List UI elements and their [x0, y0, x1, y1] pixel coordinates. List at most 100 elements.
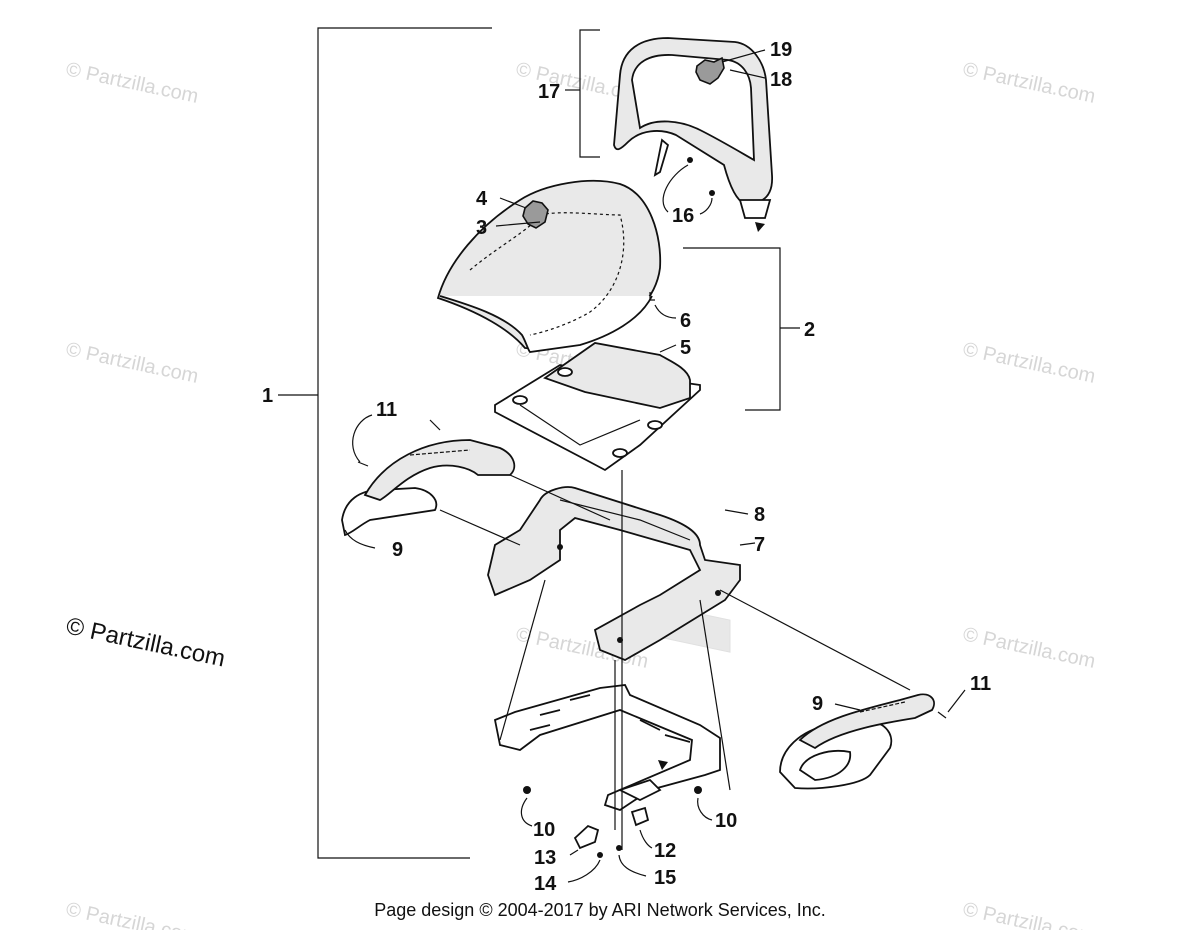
leader-18 — [729, 69, 766, 79]
storage-box — [543, 342, 691, 409]
leader-19 — [721, 49, 766, 63]
handle-right-upper — [798, 693, 935, 750]
nut-15 — [616, 845, 622, 851]
bolt-11c — [937, 711, 947, 719]
callout-18: 18 — [770, 69, 792, 91]
callout-7: 7 — [754, 534, 765, 556]
watermark: © Partzilla.com — [961, 338, 1097, 388]
leader-6 — [654, 304, 677, 319]
watermark: © Partzilla.com — [961, 623, 1097, 673]
leader-14 — [567, 859, 601, 883]
leader-3 — [495, 221, 541, 227]
leader-12 — [639, 829, 653, 849]
leader-16a — [662, 164, 689, 213]
callout-15: 15 — [654, 867, 676, 889]
decal-19 — [695, 56, 725, 85]
leader-handle-left — [509, 474, 611, 521]
assembly-brackets — [278, 27, 800, 859]
leader-9b — [834, 703, 861, 711]
leader-frame-right — [699, 599, 731, 791]
callout-19: 19 — [770, 39, 792, 61]
arrow-marker — [658, 760, 668, 770]
grommet — [647, 420, 663, 430]
callout-1: 1 — [262, 385, 273, 407]
leader-5 — [659, 344, 677, 353]
clip-13 — [573, 824, 600, 850]
bolt-11b — [357, 461, 369, 467]
handle-opening — [798, 750, 851, 781]
copyright-footer: Page design © 2004-2017 by ARI Network S… — [374, 900, 826, 920]
callout-4: 4 — [476, 188, 488, 210]
leader-handle-right — [719, 589, 911, 691]
handle-grip — [859, 701, 906, 713]
leader-11b — [947, 689, 966, 713]
callout-2: 2 — [804, 319, 815, 341]
screw-16a — [687, 157, 693, 163]
bracket-assembly-2 — [683, 247, 781, 411]
bracket-12 — [630, 806, 650, 827]
leader-10a — [520, 797, 533, 827]
seat-base — [494, 342, 701, 472]
watermark-large: © Partzilla.com — [64, 612, 228, 672]
grab-handle-left — [341, 414, 611, 549]
handle-left-upper — [363, 439, 516, 501]
callout-16: 16 — [672, 205, 694, 227]
callouts: 1 2 3 4 5 6 7 8 9 9 10 10 11 11 12 13 14… — [262, 39, 991, 895]
backrest-bracket-left — [653, 138, 670, 177]
grab-handle-right — [719, 589, 966, 790]
leader-11a — [352, 414, 373, 463]
leader-9a — [344, 529, 376, 549]
clip-6 — [649, 292, 655, 301]
leader-4 — [499, 197, 527, 209]
callout-6: 6 — [680, 310, 691, 332]
callout-8: 8 — [754, 504, 765, 526]
leader-8 — [724, 509, 749, 515]
watermark: © Partzilla.com — [961, 58, 1097, 108]
handle-grip — [409, 449, 471, 456]
bracket-assembly-17 — [579, 29, 600, 158]
grommet — [512, 395, 528, 405]
handle-left-lower — [341, 487, 438, 537]
callout-17: 17 — [538, 81, 560, 103]
leader-16b — [699, 197, 713, 215]
leader-7 — [739, 542, 756, 546]
mount-frame-body — [493, 684, 721, 811]
bolt-11a — [429, 419, 441, 431]
watermark: © Partzilla.com — [64, 58, 200, 108]
leader-13 — [569, 849, 579, 856]
frame-hole — [715, 590, 721, 596]
decal-4 — [522, 200, 549, 229]
callout-3: 3 — [476, 217, 487, 239]
backrest-pad — [631, 54, 755, 162]
leader-15 — [618, 854, 647, 877]
frame-edge — [559, 499, 691, 541]
grommet — [557, 367, 573, 377]
leader-10b — [697, 797, 713, 821]
seat-skirt — [439, 295, 653, 353]
callout-9: 9 — [812, 693, 823, 715]
callout-9: 9 — [392, 539, 403, 561]
arrow-marker — [755, 222, 765, 232]
callout-12: 12 — [654, 840, 676, 862]
seat-cushion — [436, 179, 677, 353]
hardware — [520, 786, 713, 883]
screw-14 — [597, 852, 603, 858]
grommet — [612, 448, 628, 458]
mount-frame — [493, 470, 731, 850]
base-inner-edge — [519, 404, 641, 446]
watermark: © Partzilla.com — [64, 338, 200, 388]
backrest — [613, 37, 773, 232]
leader-handle-left — [439, 509, 521, 546]
nut-10a — [523, 786, 531, 794]
callout-5: 5 — [680, 337, 691, 359]
screw-16b — [709, 190, 715, 196]
leader-frame-left — [499, 579, 546, 741]
frame-hole — [557, 544, 563, 550]
frame-body — [487, 486, 741, 661]
callout-11: 11 — [376, 399, 397, 421]
callout-13: 13 — [534, 847, 556, 869]
bracket-assembly-1 — [317, 27, 492, 859]
callout-14: 14 — [534, 873, 557, 895]
callout-11: 11 — [970, 673, 991, 695]
